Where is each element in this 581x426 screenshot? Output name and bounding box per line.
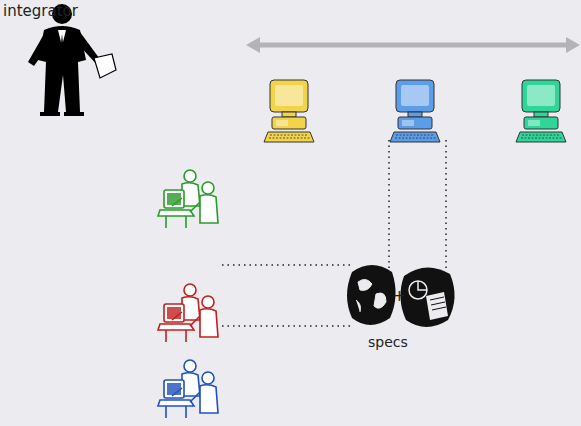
globe-icon bbox=[347, 265, 396, 325]
role-label: integrator bbox=[3, 2, 78, 20]
developer-pair bbox=[158, 170, 218, 228]
developer-pair bbox=[158, 284, 218, 342]
integrator-figure bbox=[28, 4, 116, 116]
network-bus bbox=[246, 37, 580, 53]
document-icon bbox=[400, 267, 454, 327]
computer bbox=[516, 80, 566, 142]
specs-label: specs bbox=[368, 334, 408, 350]
developer-pair bbox=[158, 360, 218, 418]
computer bbox=[264, 80, 314, 142]
plus-sign: + bbox=[393, 287, 406, 305]
computer bbox=[390, 80, 440, 142]
